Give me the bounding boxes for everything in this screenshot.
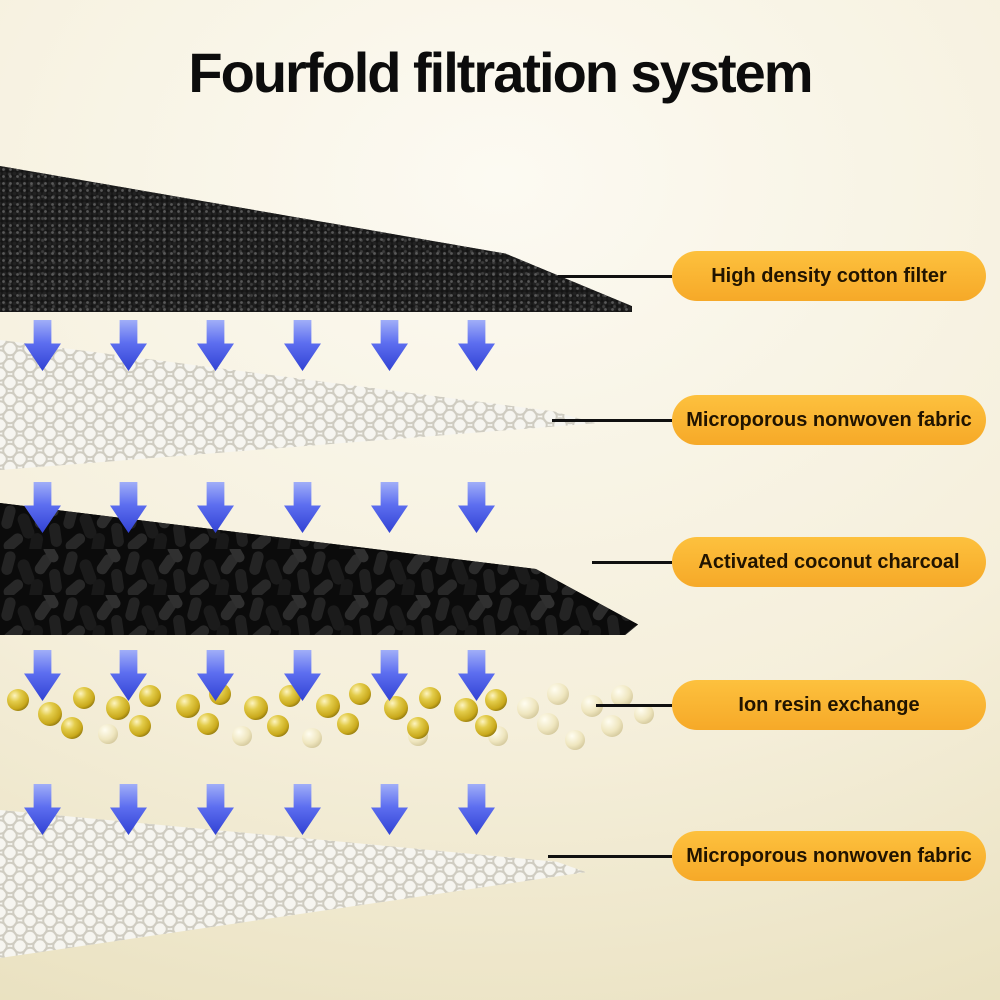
layer-ion-resin xyxy=(0,648,655,793)
badge-nonwoven-fabric-bottom: Microporous nonwoven fabric xyxy=(672,831,986,881)
badge-coconut-charcoal: Activated coconut charcoal xyxy=(672,537,986,587)
down-arrow-icon xyxy=(458,320,495,371)
badge-cotton-filter: High density cotton filter xyxy=(672,251,986,301)
down-arrow-icon xyxy=(197,482,234,533)
down-arrow-icon xyxy=(284,320,321,371)
down-arrow-icon xyxy=(458,482,495,533)
down-arrow-icon xyxy=(371,482,408,533)
page-title: Fourfold filtration system xyxy=(188,41,813,104)
leader-line-nonwoven-fabric-top xyxy=(552,419,672,422)
badge-nonwoven-fabric-top: Microporous nonwoven fabric xyxy=(672,395,986,445)
down-arrow-icon xyxy=(284,482,321,533)
down-arrow-icon xyxy=(371,320,408,371)
layer-coconut-charcoal xyxy=(0,503,638,635)
layer-nonwoven-fabric-bottom xyxy=(0,810,586,958)
leader-line-nonwoven-fabric-bottom xyxy=(548,855,672,858)
resin-balls xyxy=(7,683,654,750)
badge-ion-resin: Ion resin exchange xyxy=(672,680,986,730)
layer-cotton-filter xyxy=(0,166,632,312)
charcoal-pellets-texture xyxy=(0,503,638,635)
leader-line-coconut-charcoal xyxy=(592,561,672,564)
down-arrow-icon xyxy=(197,320,234,371)
leader-line-cotton-filter xyxy=(558,275,672,278)
leader-line-ion-resin xyxy=(596,704,672,707)
